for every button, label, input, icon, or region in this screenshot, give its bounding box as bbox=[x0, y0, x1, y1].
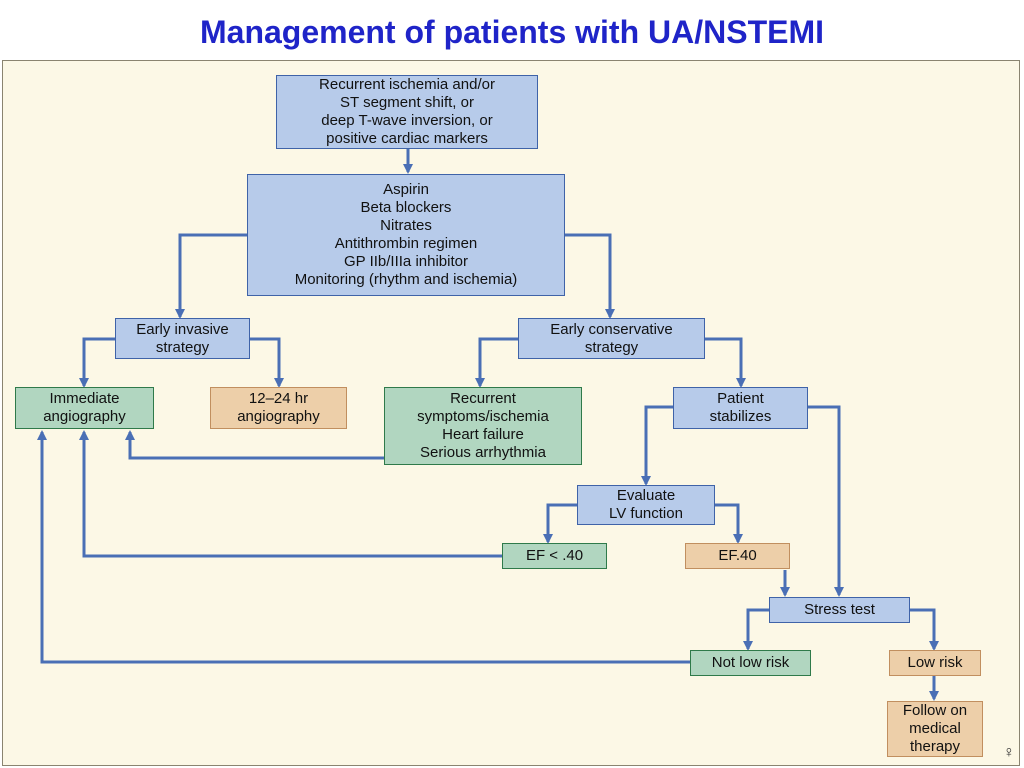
edge-stabilizes-stress bbox=[808, 405, 844, 597]
box-text: medical bbox=[909, 720, 961, 737]
box-text: Serious arrhythmia bbox=[420, 444, 546, 461]
page-title: Management of patients with UA/NSTEMI bbox=[199, 14, 825, 50]
edge-conservative-recurrent bbox=[475, 337, 518, 388]
box-text: Nitrates bbox=[380, 217, 432, 234]
initial-therapy-box: Aspirin Beta blockers Nitrates Antithrom… bbox=[247, 174, 565, 296]
box-text: Aspirin bbox=[383, 181, 429, 198]
box-text: Not low risk bbox=[711, 654, 790, 671]
box-text: Early invasive bbox=[136, 320, 229, 338]
edge-therapy-conservative bbox=[565, 233, 615, 319]
edge-stress-not-low bbox=[743, 608, 769, 651]
box-text: Low risk bbox=[907, 654, 963, 671]
angiography-12-24-box: 12–24 hr angiography bbox=[210, 387, 347, 429]
initial-presentation-box: Recurrent ischemia and/or ST segment shi… bbox=[276, 75, 538, 149]
box-text: therapy bbox=[909, 738, 961, 755]
box-text: 12–24 hr bbox=[248, 390, 309, 407]
follow-on-medical-therapy-box: Follow on medical therapy bbox=[887, 701, 983, 757]
edge-conservative-stabilizes bbox=[705, 337, 746, 388]
box-text: stabilizes bbox=[709, 408, 772, 425]
box-text: Early conservative bbox=[550, 320, 673, 338]
box-text: EF.40 bbox=[718, 547, 757, 564]
box-text: Patient bbox=[717, 390, 764, 407]
recurrent-symptoms-box: Recurrent symptoms/ischemia Heart failur… bbox=[384, 387, 582, 465]
box-text: Immediate bbox=[49, 390, 120, 407]
edge-invasive-12-24 bbox=[250, 337, 284, 388]
edge-ef-less-immediate bbox=[79, 430, 502, 558]
box-text: Recurrent ischemia and/or bbox=[319, 76, 495, 93]
edge-therapy-invasive bbox=[175, 233, 247, 319]
box-text: ST segment shift, or bbox=[340, 94, 474, 111]
not-low-risk-box: Not low risk bbox=[690, 650, 811, 676]
low-risk-box: Low risk bbox=[889, 650, 981, 676]
box-text: GP IIb/IIIa inhibitor bbox=[344, 253, 468, 270]
box-text: LV function bbox=[609, 505, 683, 522]
edge-stress-low bbox=[910, 608, 939, 651]
ef-40-box: EF.40 bbox=[685, 543, 790, 569]
box-text: symptoms/ischemia bbox=[417, 408, 549, 425]
box-text: Heart failure bbox=[442, 426, 524, 443]
immediate-angiography-box: Immediate angiography bbox=[15, 387, 154, 429]
ef-less-than-40-box: EF < .40 bbox=[502, 543, 607, 569]
box-text: strategy bbox=[584, 338, 639, 356]
box-text: positive cardiac markers bbox=[326, 130, 488, 147]
edge-not-low-immediate bbox=[37, 430, 690, 664]
evaluate-lv-function-box: Evaluate LV function bbox=[577, 485, 715, 525]
early-conservative-box: Early conservative strategy bbox=[518, 318, 705, 359]
box-text: Recurrent bbox=[450, 390, 516, 407]
box-text: Evaluate bbox=[616, 487, 676, 504]
box-text: strategy bbox=[155, 338, 210, 356]
early-invasive-box: Early invasive strategy bbox=[115, 318, 250, 359]
box-text: Antithrombin regimen bbox=[334, 235, 478, 252]
stress-test-box: Stress test bbox=[769, 597, 910, 623]
box-text: Stress test bbox=[804, 601, 875, 618]
box-text: EF < .40 bbox=[525, 547, 584, 564]
edge-recurrent-immediate bbox=[125, 430, 384, 460]
edge-evaluate-ef-less bbox=[543, 503, 577, 544]
box-text: angiography bbox=[237, 408, 320, 425]
box-text: angiography bbox=[43, 408, 126, 425]
box-text: Beta blockers bbox=[360, 199, 452, 216]
box-text: Follow on bbox=[902, 702, 968, 719]
edge-evaluate-ef40 bbox=[715, 503, 743, 544]
edge-invasive-immediate bbox=[79, 337, 115, 388]
patient-stabilizes-box: Patient stabilizes bbox=[673, 387, 808, 429]
edge-stabilizes-evaluate bbox=[641, 405, 673, 486]
box-text: Monitoring (rhythm and ischemia) bbox=[294, 271, 518, 288]
box-text: deep T-wave inversion, or bbox=[321, 112, 493, 129]
stethoscope-icon: ♀ bbox=[1003, 744, 1015, 761]
